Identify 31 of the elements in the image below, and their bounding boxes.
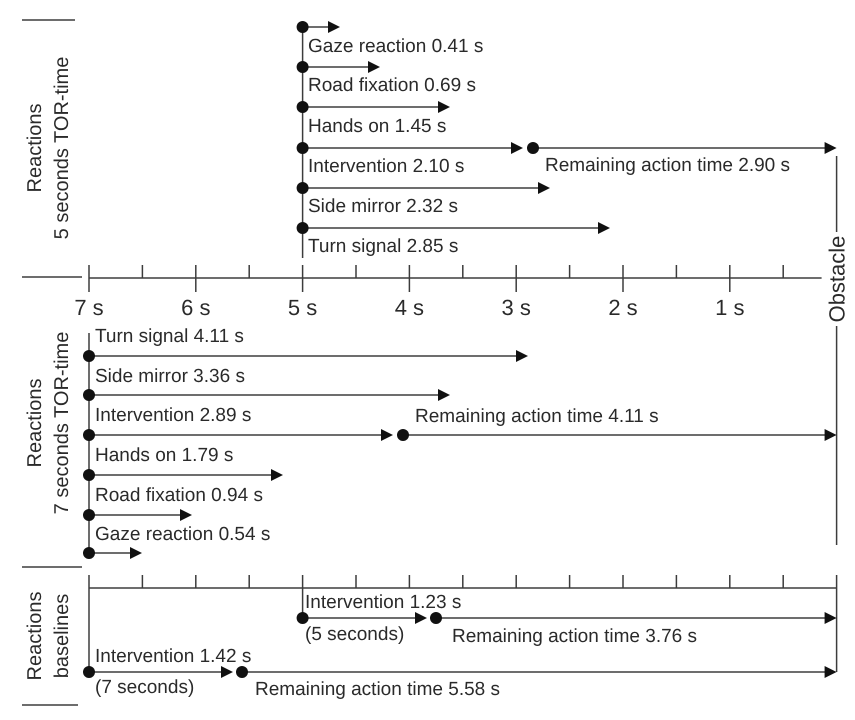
duration-label: Road fixation 0.69 s [308, 75, 476, 97]
duration-label: Intervention 2.89 s [95, 405, 252, 427]
tick-label: 1 s [715, 296, 744, 320]
duration-label: Turn signal 4.11 s [95, 326, 244, 348]
duration-label: Intervention 2.10 s [308, 156, 464, 178]
duration-label: Gaze reaction 0.54 s [95, 524, 270, 546]
tick-label: 6 s [181, 296, 210, 320]
duration-label: Remaining action time 4.11 s [415, 406, 659, 428]
tick-label: 5 s [288, 296, 318, 320]
group-label: Reactions baselines [23, 592, 74, 680]
tick-label: 4 s [394, 296, 424, 320]
duration-label: Gaze reaction 0.41 s [308, 36, 484, 58]
duration-label: Remaining action time 2.90 s [545, 155, 790, 177]
group-label: Reactions 7 seconds TOR-time [23, 332, 74, 514]
group-label: Reactions 5 seconds TOR-time [23, 56, 74, 240]
duration-label: Remaining action time 3.76 s [452, 626, 698, 648]
duration-label: Side mirror 2.32 s [308, 196, 458, 218]
duration-label: Hands on 1.45 s [308, 116, 446, 138]
duration-label: Hands on 1.79 s [95, 445, 234, 467]
obstacle-label: Obstacle [824, 236, 850, 322]
duration-label: Turn signal 2.85 s [308, 236, 458, 258]
tick-label: 3 s [502, 296, 531, 320]
duration-label: Intervention 1.42 s [95, 646, 252, 668]
duration-label: Side mirror 3.36 s [95, 366, 245, 388]
duration-label: Intervention 1.23 s [305, 592, 462, 614]
duration-label: Remaining action time 5.58 s [255, 679, 500, 701]
duration-label: Road fixation 0.94 s [95, 485, 263, 507]
tick-label: 7 s [74, 296, 104, 320]
tick-label: 2 s [608, 296, 638, 320]
condition-label: (5 seconds) [305, 624, 404, 646]
condition-label: (7 seconds) [95, 677, 194, 699]
